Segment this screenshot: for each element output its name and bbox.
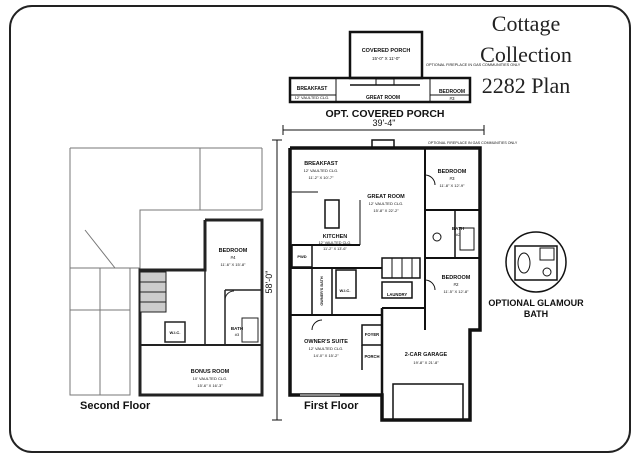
ff-bedroom3-label: BEDROOM (438, 169, 467, 175)
ff-breakfast-ceiling: 12' VAULTED CLG. (304, 168, 339, 173)
depth-dimension-text: 58'-0" (264, 271, 274, 294)
page-frame (9, 5, 631, 453)
width-dimension-text: 39'-4" (373, 118, 396, 128)
ff-owners-suite-dim: 14'-0" X 15'-2" (313, 353, 339, 358)
title-line-2: Collection (480, 42, 572, 67)
ff-owners-bath-label: OWNER'S BATH (320, 276, 324, 306)
width-dimension-line (282, 125, 485, 135)
ff-fireplace-note: OPTIONAL FIREPLACE IN GAS COMMUNITIES ON… (428, 141, 518, 145)
ff-bath2-label: BATH (452, 226, 464, 231)
covered-porch-dim: 15'-0" X 11'-0" (372, 56, 400, 61)
ff-garage-dim: 19'-8" X 21'-8" (413, 360, 439, 365)
ff-owners-suite-ceiling: 12' VAULTED CLG. (309, 346, 344, 351)
sf-bedroom4-label: BEDROOM (219, 248, 248, 254)
plan-title: Cottage Collection 2282 Plan (456, 8, 596, 101)
sf-bath3-number: #3 (235, 332, 240, 337)
porch-breakfast-ceiling: 12' VAULTED CLG. (295, 95, 330, 100)
ff-bedroom2-number: #2 (453, 282, 459, 287)
porch-great-room-label: GREAT ROOM (366, 95, 400, 101)
porch-fireplace-note: OPTIONAL FIREPLACE IN GAS COMMUNITIES ON… (426, 63, 521, 67)
ff-breakfast-dim: 11'-2" X 10'-7" (309, 175, 335, 180)
glamour-bath-detail (505, 231, 567, 293)
depth-dimension-line (272, 139, 282, 421)
ff-great-room-dim: 15'-8" X 22'-2" (373, 208, 399, 213)
sf-bath3-label: BATH (231, 326, 243, 331)
first-floor-walls (288, 139, 482, 422)
ff-bath2-number: #2 (456, 232, 461, 237)
ff-pwd-label: PWD (297, 254, 306, 259)
covered-porch-name: COVERED PORCH (362, 48, 411, 54)
second-floor-label: Second Floor (80, 400, 151, 412)
ff-bedroom3-dim: 11'-8" X 12'-9" (440, 183, 466, 188)
ff-kitchen-label: KITCHEN (323, 234, 347, 240)
ff-owners-suite-label: OWNER'S SUITE (304, 339, 348, 345)
glamour-bath-caption: OPTIONAL GLAMOUR BATH (488, 298, 584, 319)
ff-wic-label: W.I.C. (340, 288, 351, 293)
sf-bedroom4-dim: 11'-6" X 15'-8" (221, 262, 247, 267)
ff-great-room-ceiling: 12' VAULTED CLG. (369, 201, 404, 206)
sf-wic-label: W.I.C. (170, 330, 181, 335)
ff-kitchen-dim: 11'-2" X 13'-6" (323, 247, 347, 251)
sf-bedroom4-number: #4 (230, 255, 236, 260)
first-floor-label: First Floor (304, 400, 359, 412)
ff-laundry-label: LAUNDRY (387, 292, 408, 297)
ff-bedroom2-dim: 11'-5" X 12'-8" (444, 289, 470, 294)
title-line-1: Cottage (491, 11, 561, 36)
sf-bonus-room-ceiling: 10' VAULTED CLG. (193, 376, 228, 381)
porch-bedroom-label: BEDROOM (439, 89, 465, 95)
porch-breakfast-label: BREAKFAST (297, 86, 328, 92)
ff-great-room-label: GREAT ROOM (367, 194, 405, 200)
covered-porch-option-plan (288, 30, 472, 104)
ff-garage-label: 2-CAR GARAGE (405, 352, 448, 358)
ff-breakfast-label: BREAKFAST (304, 161, 338, 167)
ff-bedroom2-label: BEDROOM (442, 275, 471, 281)
second-floor-walls (69, 147, 264, 397)
covered-porch-caption: OPT. COVERED PORCH (325, 108, 445, 120)
ff-foyer-label: FOYER (365, 332, 379, 337)
ff-porch-label: PORCH (364, 354, 379, 359)
porch-bedroom-number: #3 (449, 96, 455, 101)
ff-bedroom3-number: #3 (449, 176, 455, 181)
ff-kitchen-ceiling: 12' VAULTED CLG. (319, 241, 352, 245)
title-line-3: 2282 Plan (481, 73, 571, 98)
sf-bonus-room-dim: 15'-6" X 16'-3" (197, 383, 223, 388)
sf-bonus-room-label: BONUS ROOM (191, 369, 230, 375)
